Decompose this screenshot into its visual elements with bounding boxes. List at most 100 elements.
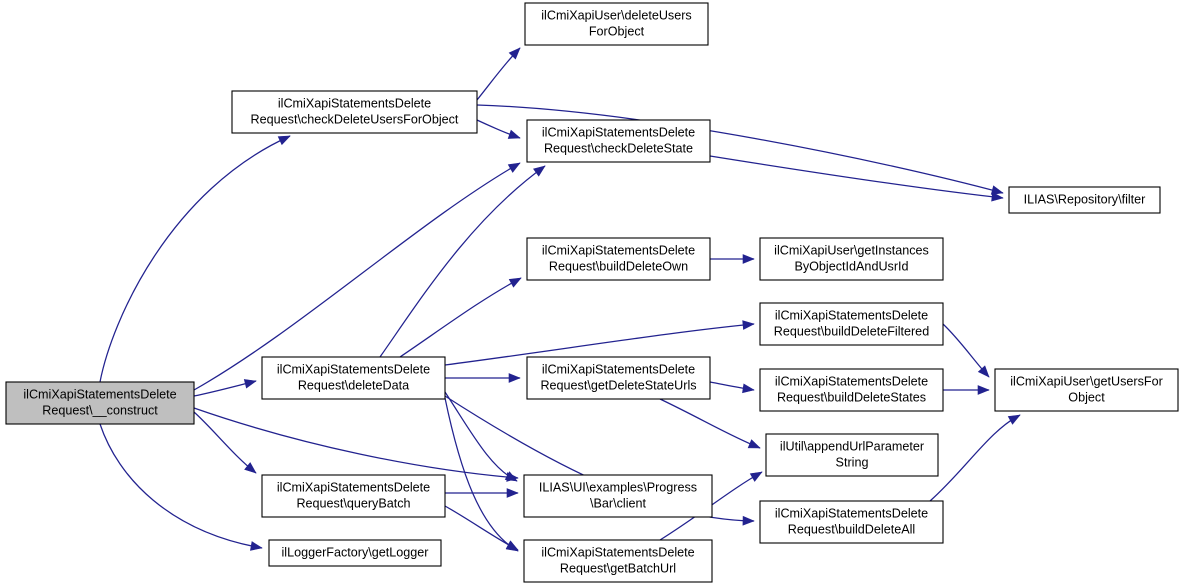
graph-edge	[659, 471, 763, 541]
graph-edge	[476, 104, 1004, 195]
edge-line	[476, 104, 1004, 194]
graph-edge	[444, 488, 519, 498]
node-box[interactable]	[759, 237, 944, 281]
graph-node[interactable]: ilCmiXapiStatementsDeleteRequest\getBatc…	[523, 539, 713, 583]
edge-line	[99, 423, 263, 549]
graph-node[interactable]: ILIAS\UI\examples\Progress\Bar\client	[523, 474, 713, 518]
graph-node[interactable]: ILIAS\Repository\filter	[1008, 186, 1161, 214]
node-box[interactable]	[759, 302, 944, 346]
graph-node[interactable]: ilLoggerFactory\getLogger	[268, 539, 442, 567]
node-box[interactable]	[1008, 186, 1161, 214]
node-box[interactable]	[759, 368, 944, 412]
graph-edge	[193, 411, 257, 474]
edge-line	[379, 165, 546, 358]
node-box[interactable]	[261, 356, 446, 400]
graph-node[interactable]: ilCmiXapiStatementsDeleteRequest\deleteD…	[261, 356, 446, 400]
graph-edge	[99, 423, 263, 551]
node-box[interactable]	[268, 539, 442, 567]
edge-arrowhead	[243, 379, 257, 389]
node-layer: ilCmiXapiStatementsDeleteRequest\__const…	[5, 2, 1179, 583]
edge-arrowhead	[505, 540, 519, 551]
graph-node[interactable]: ilCmiXapiStatementsDeleteRequest\getDele…	[526, 356, 711, 400]
graph-edge	[444, 373, 521, 383]
edge-arrowhead	[508, 373, 521, 383]
edge-line	[444, 323, 755, 366]
edge-arrowhead	[508, 277, 522, 288]
graph-edge	[709, 155, 1004, 202]
graph-edge	[399, 277, 522, 358]
edge-arrowhead	[1007, 414, 1021, 425]
edge-arrowhead	[742, 383, 755, 394]
graph-node[interactable]: ilCmiXapiStatementsDeleteRequest\buildDe…	[526, 237, 711, 281]
edge-arrowhead	[742, 320, 755, 330]
graph-edge	[444, 391, 518, 482]
edge-arrowhead	[508, 47, 521, 60]
graph-node[interactable]: ilCmiXapiUser\getInstancesByObjectIdAndU…	[759, 237, 944, 281]
node-box[interactable]	[759, 500, 944, 544]
graph-edge	[942, 323, 990, 378]
node-box[interactable]	[523, 539, 713, 583]
edge-arrowhead	[244, 462, 257, 474]
graph-node[interactable]: ilCmiXapiStatementsDeleteRequest\queryBa…	[261, 474, 446, 518]
edge-line	[99, 135, 291, 383]
graph-node[interactable]: ilCmiXapiStatementsDeleteRequest\__const…	[5, 381, 195, 425]
graph-node[interactable]: ilCmiXapiStatementsDeleteRequest\buildDe…	[759, 500, 944, 544]
graph-edge	[709, 381, 755, 394]
edge-arrowhead	[991, 191, 1004, 202]
node-box[interactable]	[524, 2, 709, 46]
node-box[interactable]	[526, 237, 711, 281]
edge-arrowhead	[277, 135, 291, 146]
node-box[interactable]	[765, 433, 939, 477]
edge-arrowhead	[742, 254, 755, 264]
edge-arrowhead	[990, 185, 1004, 195]
node-box[interactable]	[231, 90, 478, 134]
edge-line	[444, 391, 518, 482]
graph-edge	[379, 165, 546, 358]
graph-edge	[444, 320, 755, 366]
edge-arrowhead	[742, 515, 755, 526]
graph-node[interactable]: ilCmiXapiStatementsDeleteRequest\buildDe…	[759, 302, 944, 346]
node-box[interactable]	[261, 474, 446, 518]
edge-line	[399, 277, 522, 358]
graph-edge	[193, 407, 519, 482]
edge-line	[929, 414, 1021, 502]
graph-edge	[659, 398, 761, 449]
edge-line	[444, 505, 519, 551]
edge-line	[659, 398, 761, 449]
graph-edge	[99, 135, 291, 383]
edge-arrowhead	[507, 129, 521, 139]
edge-arrowhead	[749, 471, 763, 482]
graph-node[interactable]: ilCmiXapiStatementsDeleteRequest\checkDe…	[231, 90, 478, 134]
node-box[interactable]	[994, 368, 1179, 412]
graph-edge	[476, 47, 521, 101]
edge-line	[193, 407, 519, 479]
edge-line	[193, 162, 521, 391]
node-box[interactable]	[526, 119, 711, 163]
edge-layer	[99, 47, 1021, 552]
graph-edge	[943, 385, 990, 395]
edge-arrowhead	[506, 488, 519, 498]
edge-line	[659, 471, 763, 541]
graph-edge	[929, 414, 1021, 502]
graph-edge	[444, 505, 519, 551]
graph-edge	[193, 162, 521, 391]
graph-edge	[710, 254, 755, 264]
edge-line	[193, 411, 257, 474]
graph-node[interactable]: ilCmiXapiStatementsDeleteRequest\buildDe…	[759, 368, 944, 412]
graph-node[interactable]: ilCmiXapiStatementsDeleteRequest\checkDe…	[526, 119, 711, 163]
edge-arrowhead	[250, 541, 263, 551]
node-box[interactable]	[5, 381, 195, 425]
edge-arrowhead	[747, 439, 761, 449]
edge-arrowhead	[533, 165, 546, 177]
edge-arrowhead	[977, 385, 990, 395]
graph-edge	[193, 379, 257, 397]
edge-arrowhead	[507, 162, 521, 173]
node-box[interactable]	[523, 474, 713, 518]
node-box[interactable]	[526, 356, 711, 400]
edge-line	[709, 155, 1004, 199]
